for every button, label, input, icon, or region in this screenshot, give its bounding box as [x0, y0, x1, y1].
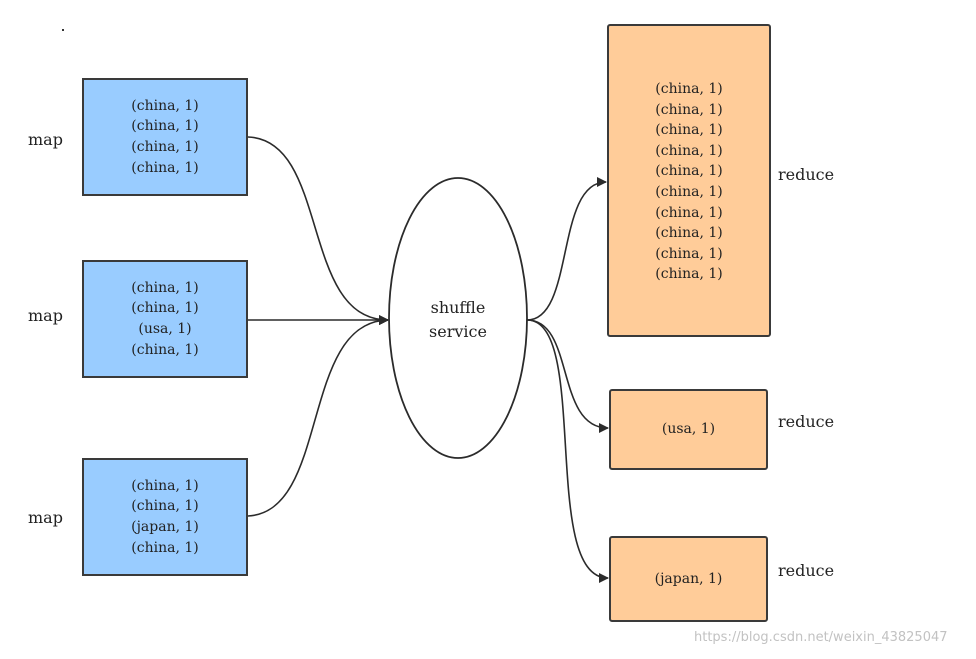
reduce-box-2: (usa, 1) — [609, 389, 768, 470]
shuffle-service-label: shuffle service — [388, 296, 528, 344]
shuffle-label-line2: service — [429, 322, 487, 341]
edge-map3-shuffle — [247, 315, 389, 517]
reduce-1-item: (china, 1) — [655, 81, 723, 97]
reduce-box-3: (japan, 1) — [609, 536, 768, 622]
reduce-1-item: (china, 1) — [655, 183, 723, 200]
stray-dot — [62, 29, 64, 31]
reduce-label-2: reduce — [778, 412, 835, 431]
reduce-2-item: (usa, 1) — [661, 421, 716, 438]
map-box-1: (china, 1) (china, 1) (china, 1) (china,… — [82, 78, 248, 196]
map-2-item: (china, 1) — [131, 300, 199, 317]
map-1-item: (china, 1) — [131, 159, 199, 176]
reduce-3-item: (japan, 1) — [654, 570, 723, 587]
shuffle-service-node — [388, 177, 528, 459]
edge-map1-shuffle — [247, 136, 389, 325]
map-1-item: (china, 1) — [131, 97, 199, 114]
reduce-label-1: reduce — [778, 165, 835, 184]
map-1-item: (china, 1) — [131, 118, 199, 135]
map-2-item: (usa, 1) — [138, 321, 192, 337]
map-3-item: (japan, 1) — [131, 519, 199, 535]
edge-shuffle-reduce2 — [526, 319, 609, 433]
map-label-1: map — [28, 130, 63, 149]
map-box-3: (china, 1) (china, 1) (japan, 1) (china,… — [82, 458, 248, 576]
shuffle-label-line1: shuffle — [430, 298, 486, 317]
map-2-item: (china, 1) — [131, 341, 199, 358]
map-3-item: (china, 1) — [131, 539, 199, 556]
edge-shuffle-reduce3 — [526, 319, 609, 583]
reduce-box-1: (china, 1) (china, 1) (china, 1) (china,… — [607, 24, 771, 337]
map-box-2: (china, 1) (china, 1) (usa, 1) (china, 1… — [82, 260, 248, 378]
reduce-1-item: (china, 1) — [655, 101, 723, 118]
map-2-item: (china, 1) — [131, 279, 199, 296]
map-label-2: map — [28, 306, 63, 325]
reduce-1-item: (china, 1) — [655, 122, 723, 139]
reduce-1-item: (china, 1) — [655, 163, 723, 180]
reduce-1-item: (china, 1) — [655, 266, 723, 283]
reduce-label-3: reduce — [778, 561, 835, 580]
map-1-item: (china, 1) — [131, 139, 199, 155]
reduce-1-item: (china, 1) — [655, 225, 723, 242]
reduce-1-item: (china, 1) — [655, 142, 723, 159]
watermark-text: https://blog.csdn.net/weixin_43825047 — [694, 630, 948, 645]
map-label-3: map — [28, 508, 63, 527]
reduce-1-item: (china, 1) — [655, 245, 723, 262]
map-3-item: (china, 1) — [131, 498, 199, 515]
edge-shuffle-reduce1 — [526, 177, 607, 321]
map-3-item: (china, 1) — [131, 477, 199, 494]
reduce-1-item: (china, 1) — [655, 204, 723, 221]
